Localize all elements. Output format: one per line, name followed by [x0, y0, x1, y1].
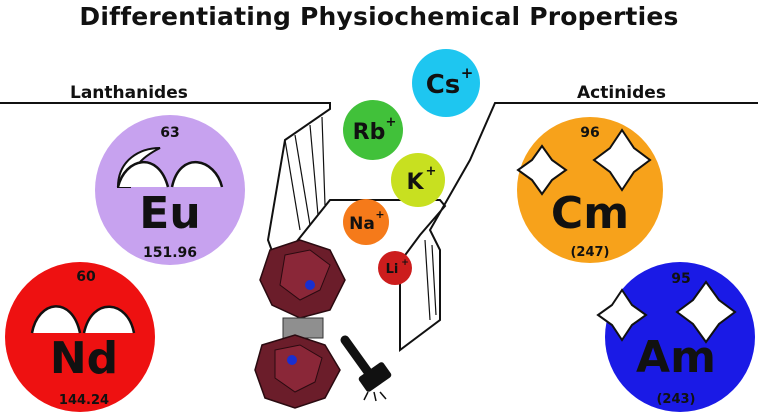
element-cm: 96 Cm (247) [516, 117, 663, 263]
element-am: 95 Am (243) [596, 262, 755, 412]
arch-icon [116, 160, 170, 188]
arch-icon [170, 160, 224, 188]
na-charge: + [375, 208, 384, 221]
ion-k: K + [391, 153, 445, 207]
element-eu: 63 Eu 151.96 [95, 115, 245, 265]
rb-symbol: Rb [353, 120, 386, 145]
eu-mass: 151.96 [143, 245, 197, 261]
element-nd: 60 Nd 144.24 [5, 262, 155, 412]
nd-atomic-number: 60 [76, 269, 96, 285]
cm-symbol: Cm [551, 188, 629, 239]
cm-atomic-number: 96 [580, 125, 599, 141]
k-symbol: K [406, 170, 424, 195]
crevice-hatching [284, 116, 437, 321]
arch-icon [82, 305, 136, 334]
ion-li: Li + [378, 251, 412, 285]
diagram-title: Differentiating Physiochemical Propertie… [79, 2, 679, 31]
ion-rb: Rb + [343, 100, 403, 160]
ion-na: Na + [343, 199, 389, 245]
hammer-icon [340, 335, 392, 402]
four-point-star-icon [596, 288, 648, 342]
polyoxometalate-cluster-icon [254, 239, 346, 409]
four-point-star-icon [516, 144, 568, 196]
actinides-label: Actinides [577, 83, 666, 103]
nd-symbol: Nd [50, 333, 118, 384]
rb-charge: + [386, 115, 397, 130]
ion-cs: Cs + [412, 49, 480, 117]
four-point-star-icon [675, 280, 737, 344]
li-symbol: Li [386, 262, 399, 277]
li-charge: + [401, 258, 409, 268]
k-charge: + [426, 164, 437, 179]
na-symbol: Na [349, 214, 375, 234]
am-mass: (243) [656, 392, 695, 407]
eu-atomic-number: 63 [160, 125, 179, 141]
lanthanides-label: Lanthanides [70, 83, 188, 103]
arch-icon [30, 305, 82, 334]
am-atomic-number: 95 [671, 271, 690, 287]
cs-symbol: Cs [426, 70, 461, 100]
four-point-star-icon [592, 128, 652, 192]
platform-outline [0, 102, 758, 352]
eu-symbol: Eu [139, 188, 200, 239]
am-symbol: Am [636, 332, 716, 383]
cm-mass: (247) [570, 245, 609, 260]
nd-mass: 144.24 [59, 393, 109, 408]
cs-charge: + [461, 64, 474, 82]
